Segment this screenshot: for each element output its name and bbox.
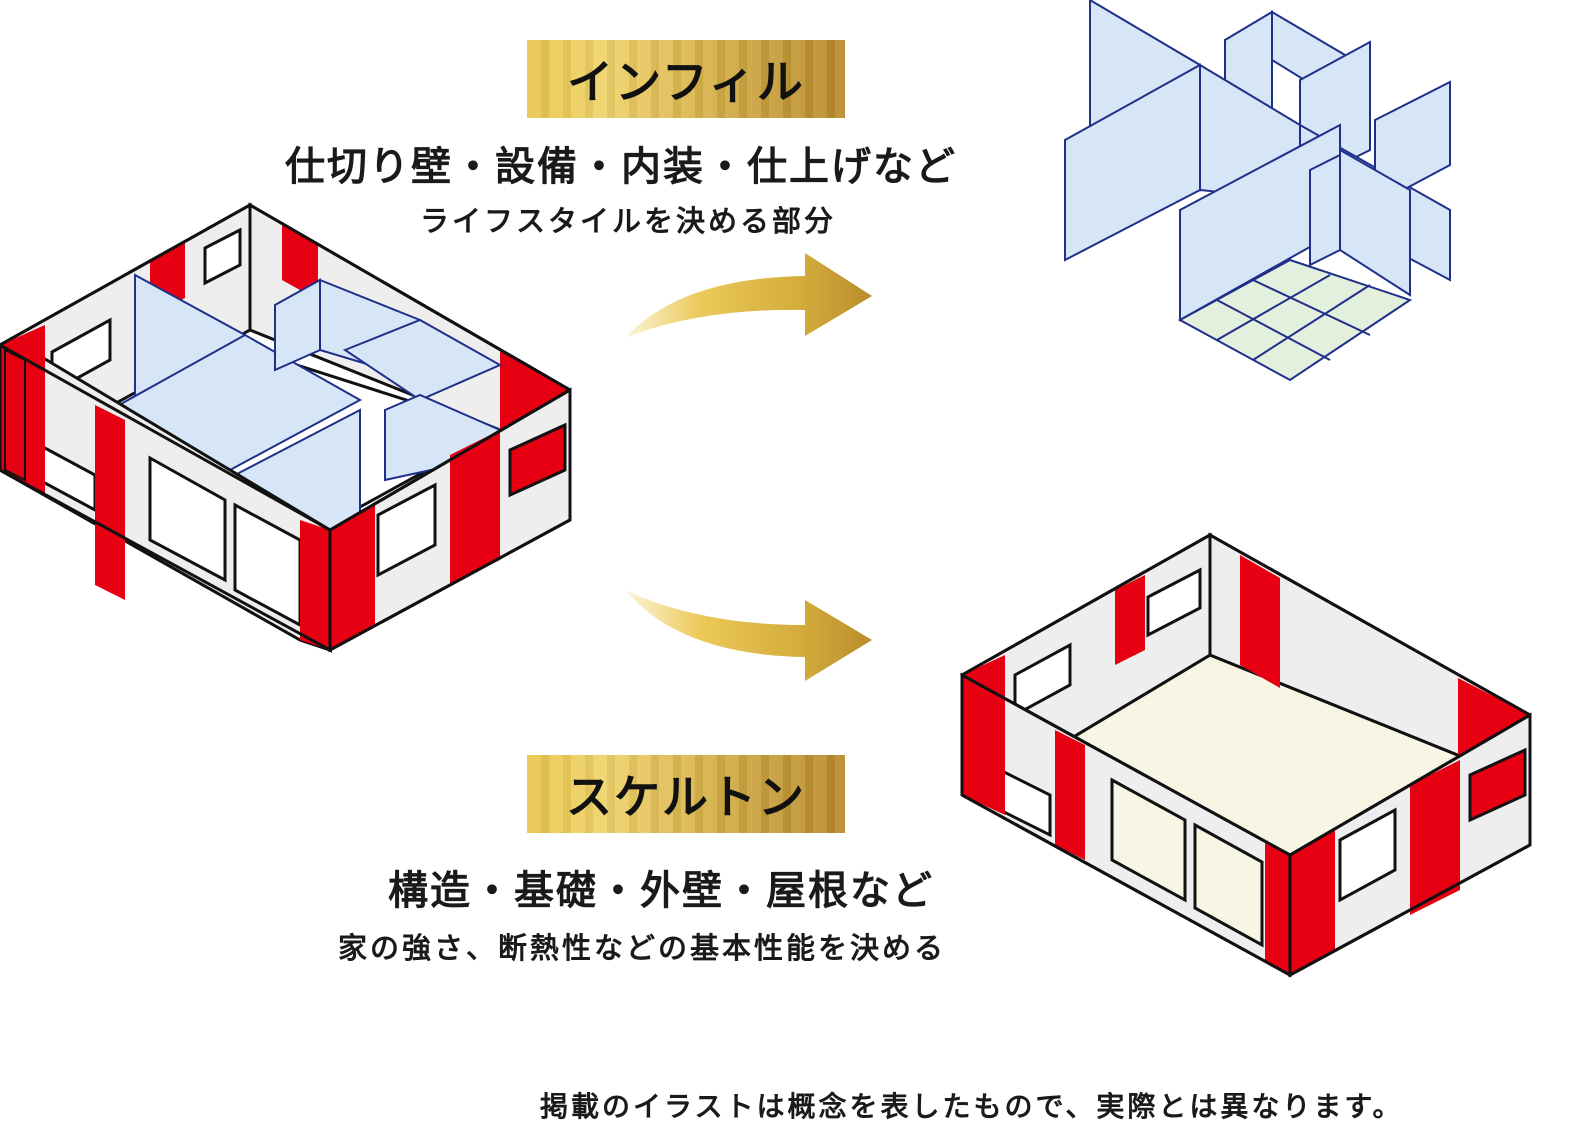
skeleton-label-banner: スケルトン [527, 755, 845, 833]
skeleton-label: スケルトン [566, 770, 806, 824]
infill-heading: 仕切り壁・設備・内装・仕上げなど [285, 144, 957, 190]
infill-description: ライフスタイルを決める部分 [420, 204, 837, 238]
infill-label: インフィル [567, 55, 805, 109]
skeleton-description: 家の強さ、断熱性などの基本性能を決める [338, 931, 947, 965]
infill-label-banner: インフィル [527, 40, 845, 118]
arrow-right-icon [625, 590, 872, 681]
arrow-right-icon [625, 253, 872, 338]
skeleton-heading: 構造・基礎・外壁・屋根など [388, 868, 934, 914]
footnote: 掲載のイラストは概念を表したもので、実際とは異なります。 [540, 1090, 1404, 1123]
